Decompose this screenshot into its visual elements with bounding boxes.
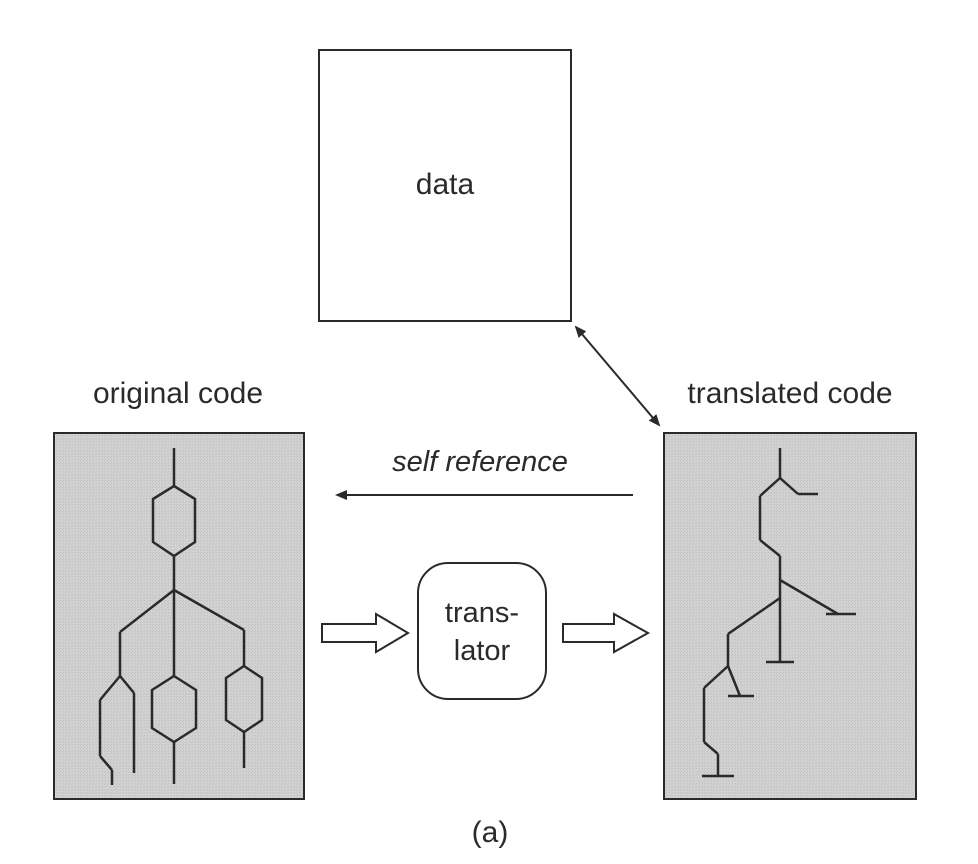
- input-hollow-arrow: [321, 612, 410, 654]
- translated-code-label: translated code: [687, 377, 893, 410]
- output-hollow-arrow: [562, 612, 651, 654]
- figure-caption: (a): [471, 816, 509, 849]
- data-box-label: data: [415, 168, 475, 201]
- translator-box: [417, 562, 547, 700]
- self-reference-label: self reference: [392, 446, 568, 478]
- data-access-arrow: [574, 325, 661, 427]
- data-box: [318, 49, 572, 322]
- translator-label-line2: lator: [453, 635, 511, 667]
- translated-code-tree: [702, 448, 856, 778]
- original-code-label: original code: [92, 377, 264, 410]
- translator-label-line1: trans-: [444, 597, 520, 629]
- translated-code-panel: [663, 432, 917, 800]
- original-code-tree: [98, 448, 264, 785]
- translator-label: trans- lator: [418, 594, 546, 670]
